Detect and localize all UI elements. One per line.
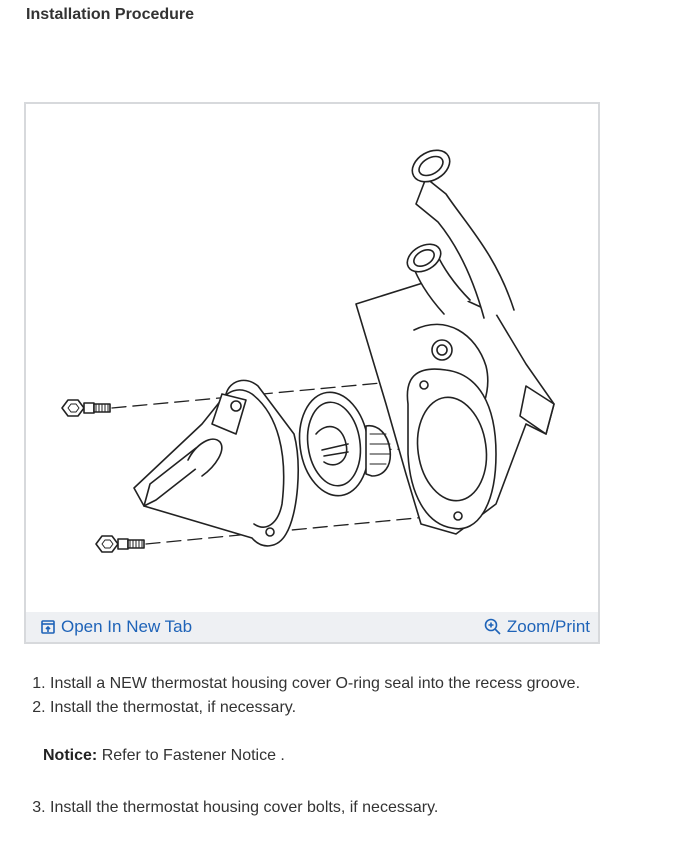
thermostat-housing-diagram [61,149,555,553]
step-item: Install the thermostat, if necessary. [50,696,683,720]
page-title: Installation Procedure [26,6,195,23]
notice-text: Refer to Fastener Notice . [101,747,285,764]
diagram-figure: Open In New Tab Zoom/Print [24,102,600,644]
thermostat-housing [355,149,555,535]
step-item: Install a NEW thermostat housing cover O… [50,672,683,696]
open-in-new-tab-link[interactable]: Open In New Tab [40,617,192,637]
housing-cover [133,379,299,547]
open-in-new-tab-label: Open In New Tab [61,617,193,636]
lower-bolt [95,535,145,553]
steps-list: Install a NEW thermostat housing cover O… [12,672,683,720]
notice-block: Notice: Refer to Fastener Notice . [43,747,285,765]
figure-toolbar: Open In New Tab Zoom/Print [26,612,598,642]
step-item: Install the thermostat housing cover bol… [50,796,683,820]
zoom-in-icon [484,618,501,635]
upper-bolt [61,399,111,417]
steps-list-continued: Install the thermostat housing cover bol… [12,796,683,820]
thermostat [298,391,392,497]
notice-label: Notice: [43,747,98,764]
zoom-print-link[interactable]: Zoom/Print [484,617,590,637]
open-new-tab-icon [41,620,55,634]
zoom-print-label: Zoom/Print [506,617,590,636]
